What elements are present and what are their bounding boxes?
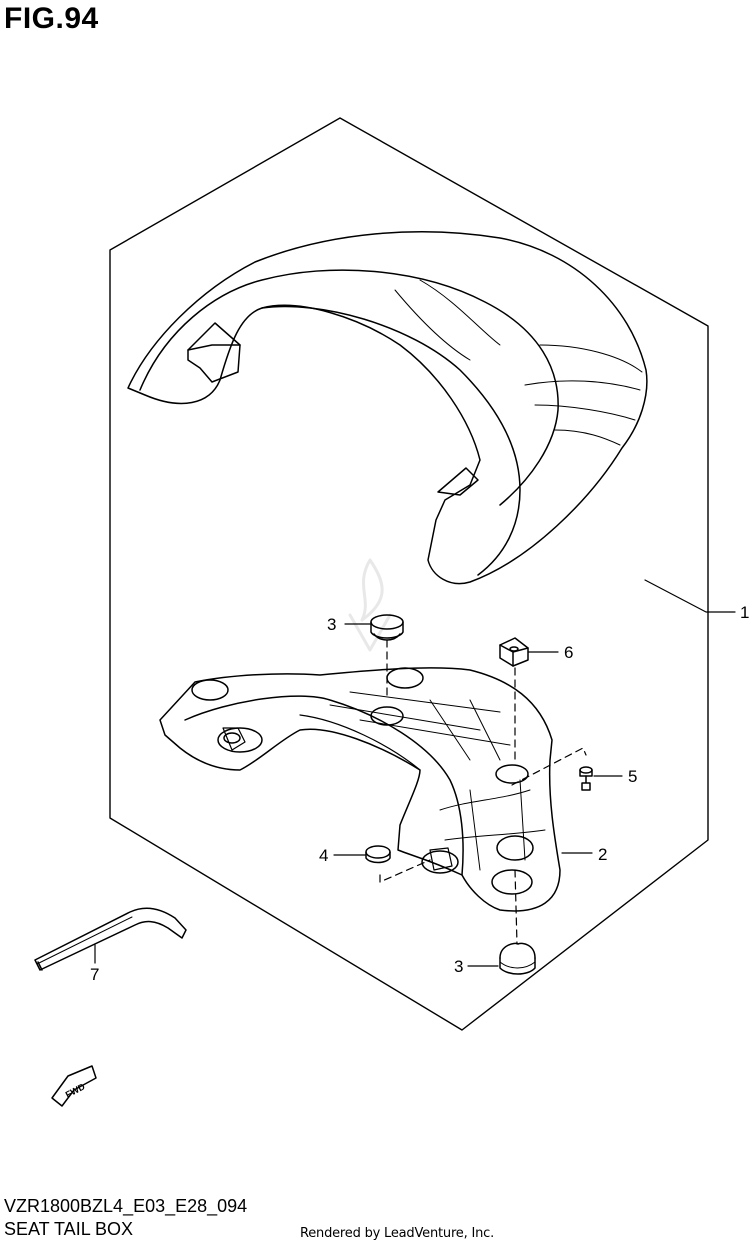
figure-title: FIG.94: [4, 2, 99, 35]
tail-box-frame: [159, 667, 561, 912]
assembly-lines: [379, 639, 587, 945]
model-code: VZR1800BZL4_E03_E28_094: [4, 1196, 248, 1216]
watermark-logo: [348, 558, 392, 652]
callout-6: 6: [564, 643, 573, 662]
renderer-credit: Rendered by LeadVenture, Inc.: [300, 1226, 495, 1241]
callout-3a: 3: [327, 615, 336, 634]
callout-4: 4: [319, 846, 328, 865]
callout-labels: 1 2 3 3 4 5 6 7: [90, 603, 749, 984]
section-name: SEAT TAIL BOX: [4, 1219, 134, 1239]
leader-lines: [94, 579, 736, 967]
grommet-lower: [499, 942, 536, 975]
seat-tail-cover: [127, 231, 648, 585]
bolt: [579, 766, 593, 791]
cushion-washer: [365, 845, 391, 864]
callout-2: 2: [598, 845, 607, 864]
assembly-outline: [109, 117, 709, 1031]
callout-7: 7: [90, 965, 99, 984]
callout-5: 5: [628, 767, 637, 786]
clip-nut: [499, 637, 529, 667]
callout-1: 1: [740, 603, 749, 622]
callout-3b: 3: [454, 957, 463, 976]
fwd-arrow-icon: FWD: [51, 1065, 97, 1107]
hex-wrench: [34, 907, 187, 971]
